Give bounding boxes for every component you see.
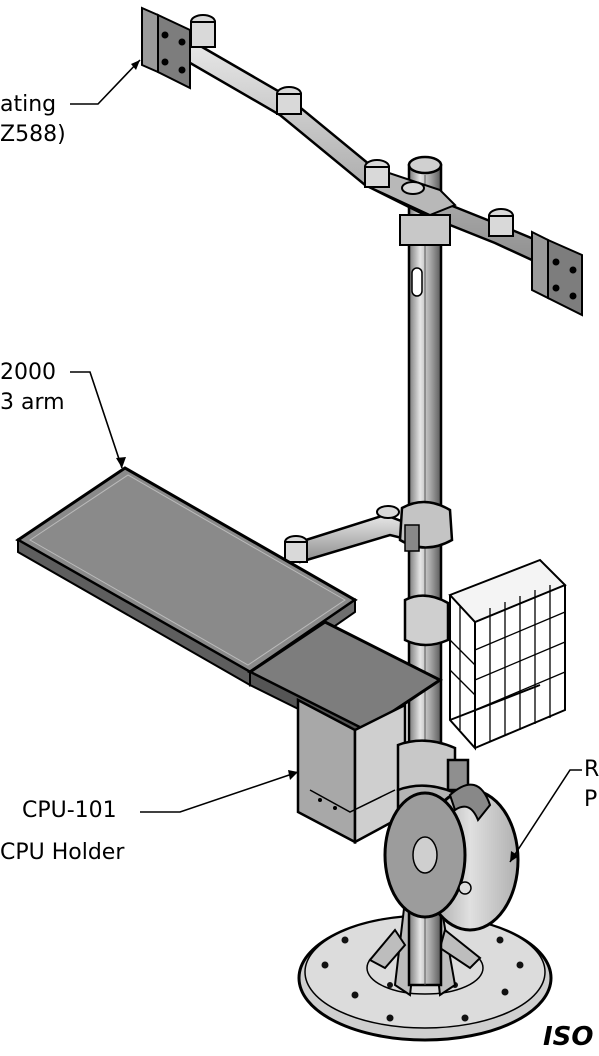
left-vesa-plate [141,6,191,90]
leader-right-part [509,769,582,863]
callout-monitor-arm-line2: Z588) [0,122,66,147]
leader-keyboard-tray [70,371,123,469]
wire-basket [403,558,567,751]
dual-monitor-arm [141,6,583,317]
keyboard-tray [15,466,443,744]
callout-right-part-line1: R [584,757,599,782]
view-label-iso: ISO [543,1022,594,1052]
basket-wires [449,585,566,742]
leader-cpu-holder [140,771,299,813]
callout-keyboard-tray-line1: 2000 [0,360,56,385]
callout-right-part-line2: P [584,787,598,812]
roll-holder [383,783,520,932]
leader-monitor-arm [70,59,141,105]
leader-arrowheads [116,60,519,862]
leader-lines [70,59,582,863]
keyboard-arm [284,500,454,564]
callout-monitor-arm-line1: ating [0,92,57,117]
callout-cpu-holder-line2: CPU Holder [0,840,125,865]
right-vesa-plate [531,230,583,317]
cpu-holder [296,697,407,845]
callout-cpu-holder-line1: CPU-101 [22,798,117,823]
callout-keyboard-tray-line2: 3 arm [0,390,65,415]
arm-joints [190,14,514,237]
